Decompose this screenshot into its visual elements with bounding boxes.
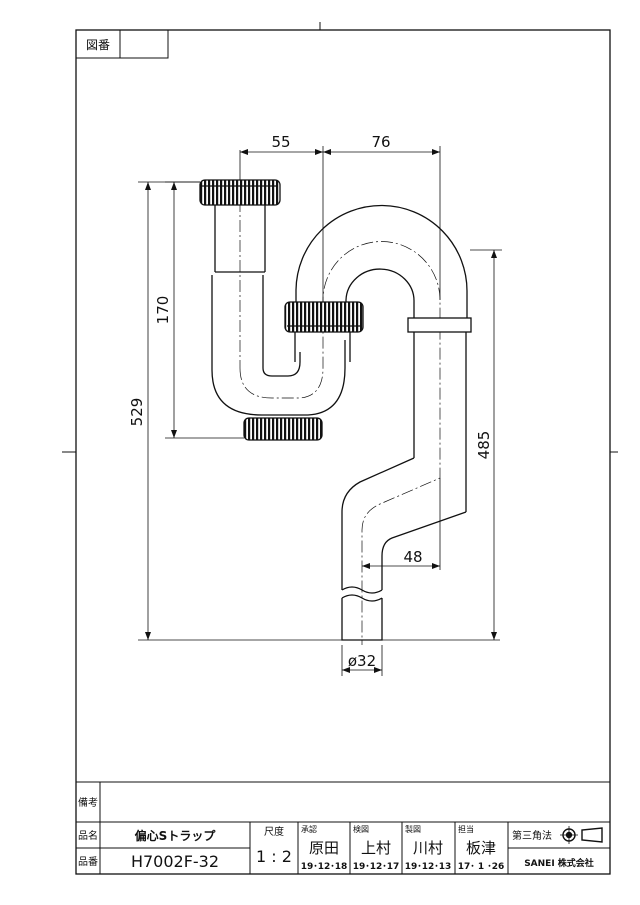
- dimension-lines: [138, 146, 502, 676]
- dim-32: ø32: [348, 652, 376, 670]
- approval-cell-3: 担当 板津 17･ 1 ･26: [458, 824, 505, 872]
- dim-76: 76: [371, 133, 390, 151]
- title-block: [76, 781, 610, 874]
- approval-date: 17･ 1 ･26: [458, 862, 505, 872]
- approval-date: 19･12･18: [301, 862, 348, 872]
- zuban-box: 図番: [75, 29, 169, 59]
- shakudo-label: 尺度: [264, 825, 284, 838]
- approval-name: 川村: [413, 839, 443, 857]
- hinban-value: H7002F-32: [131, 852, 219, 871]
- middle-nut: [284, 301, 364, 333]
- center-lines: [239, 180, 441, 645]
- approval-cell-1: 検図 上村 19･12･17: [353, 824, 400, 872]
- dim-529: 529: [128, 398, 146, 427]
- approval-name: 板津: [466, 839, 496, 857]
- projection-label: 第三角法: [512, 829, 552, 842]
- approval-role: 承認: [301, 824, 317, 834]
- approval-date: 19･12･13: [405, 862, 452, 872]
- approval-role: 検図: [353, 824, 369, 834]
- approval-role: 担当: [458, 824, 474, 834]
- approval-role: 製図: [405, 824, 421, 834]
- approval-cell-0: 承認 原田 19･12･18: [301, 824, 348, 872]
- shakudo-value: 1 : 2: [256, 847, 292, 866]
- dimension-arrows: [145, 149, 497, 673]
- sheet-border: [75, 29, 611, 875]
- hinmei-label: 品名: [78, 829, 98, 842]
- dim-170: 170: [154, 296, 172, 325]
- hinmei-value: 偏心Sトラップ: [135, 828, 217, 843]
- third-angle-projection-icon: [560, 826, 603, 844]
- approval-name: 原田: [309, 839, 339, 857]
- biko-label: 備考: [78, 796, 98, 809]
- zuban-label: 図番: [86, 38, 110, 52]
- hinban-label: 品番: [78, 856, 98, 868]
- bottom-nut: [243, 417, 323, 441]
- dim-48: 48: [403, 548, 422, 566]
- company-name: SANEI 株式会社: [524, 857, 594, 869]
- outlet-ring: [407, 317, 472, 333]
- dim-55: 55: [271, 133, 290, 151]
- dim-485: 485: [475, 431, 493, 460]
- approval-cell-2: 製図 川村 19･12･13: [405, 824, 452, 872]
- approval-name: 上村: [361, 839, 391, 857]
- approval-date: 19･12･17: [353, 862, 400, 872]
- top-nut: [199, 179, 281, 206]
